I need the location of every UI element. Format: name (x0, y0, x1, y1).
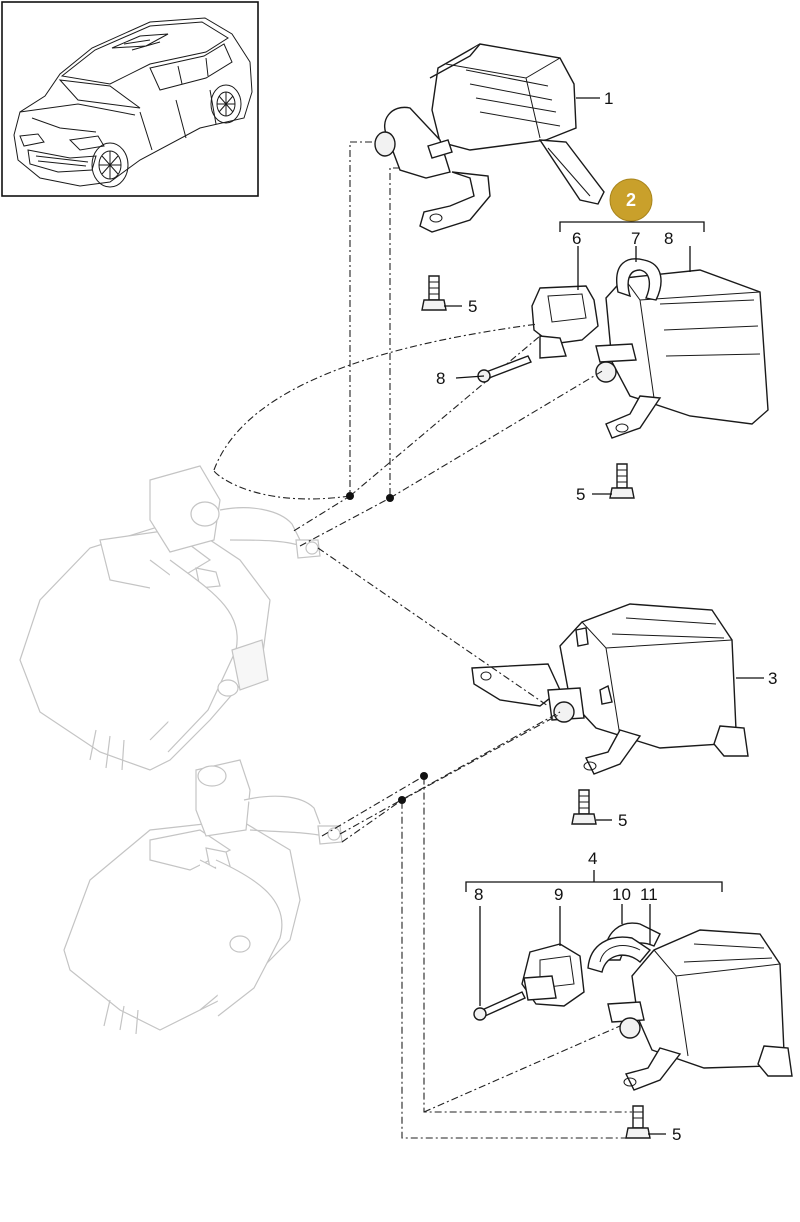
callout-3: 3 (768, 669, 777, 688)
callout-5-b: 5 (576, 485, 585, 504)
ghost-fuel-tank-upper (19, 465, 321, 771)
screw-8-a (477, 355, 532, 383)
callout-8-top: 8 (664, 229, 673, 248)
callout-5-c: 5 (618, 811, 627, 830)
hose-routing-lines (213, 141, 640, 1139)
callout-8-bottom: 8 (474, 885, 483, 904)
canister-assembly-8 (531, 258, 769, 439)
callout-7: 7 (631, 229, 640, 248)
callout-10: 10 (612, 885, 631, 904)
badge-2-label: 2 (626, 190, 636, 210)
canister-1 (374, 43, 605, 233)
bolt-5-c (571, 789, 597, 825)
callout-9: 9 (554, 885, 563, 904)
car-illustration (13, 17, 253, 188)
canister-3 (471, 603, 749, 775)
vehicle-thumbnail (1, 1, 259, 197)
callout-5-d: 5 (672, 1125, 681, 1144)
leader-lines (444, 97, 764, 1135)
callout-labels: 1 6 7 8 5 8 5 3 5 4 8 9 10 11 5 (436, 89, 777, 1144)
callout-1: 1 (604, 89, 613, 108)
canister-assembly-4 (521, 922, 793, 1091)
ghost-fuel-tank-lower (63, 759, 343, 1035)
callout-11: 11 (640, 885, 658, 904)
bolt-5-b (609, 463, 635, 499)
callout-4: 4 (588, 849, 597, 868)
bolt-5-d (625, 1105, 651, 1139)
callout-badge-2[interactable]: 2 (609, 178, 653, 222)
callout-5-a: 5 (468, 297, 477, 316)
screw-8-b (473, 991, 526, 1021)
callout-8-mid: 8 (436, 369, 445, 388)
bolt-5-a (421, 275, 447, 311)
callout-6: 6 (572, 229, 581, 248)
